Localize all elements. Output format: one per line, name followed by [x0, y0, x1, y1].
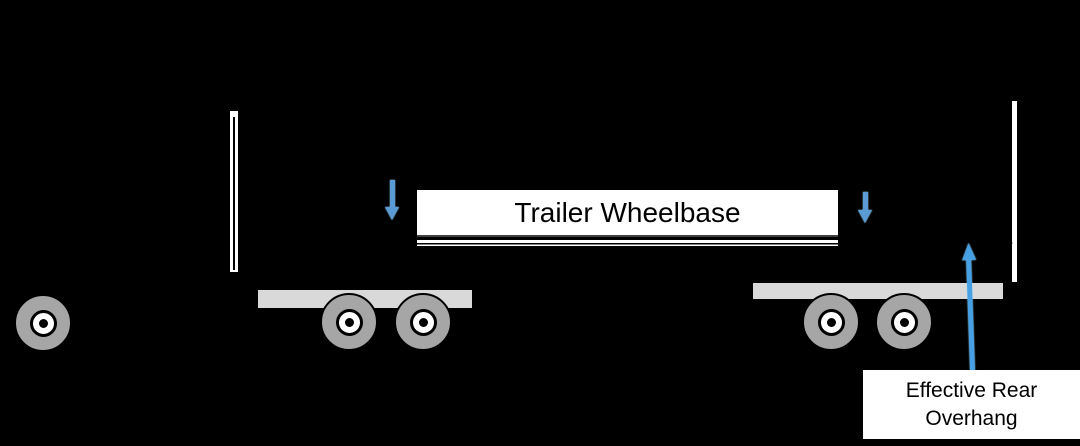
overhang-up-arrow-head: [961, 242, 976, 261]
trailer-front-axle-wheel-2-axle-dot: [418, 317, 428, 327]
effective-rear-overhang-label-text: Effective Rear Overhang: [905, 379, 1038, 430]
truck-drive-wheel: [14, 294, 72, 352]
trailer-front-axle-wheel-1-axle-dot: [344, 317, 354, 327]
rear-axle-group-down-arrow-icon: [858, 192, 872, 223]
trailer-rear-axle-wheel-1: [802, 293, 860, 351]
trailer-rear-axle-wheel-2-axle-dot: [899, 317, 909, 327]
truck-drive-wheel-hub: [29, 309, 57, 337]
overhang-dimension-right-arrowhead-icon: [1001, 238, 1013, 248]
trailer-rear-axle-wheel-1-hub: [817, 308, 845, 336]
wheelbase-dimension-line: [417, 240, 838, 246]
trailer-front-axle-wheel-1: [320, 293, 378, 351]
truck-drive-wheel-axle-dot: [38, 318, 48, 328]
effective-rear-overhang-label: Effective Rear Overhang: [863, 370, 1080, 439]
trailer-rear-reference-line: [1012, 101, 1017, 282]
trailer-front-axle-wheel-2-hub: [409, 308, 437, 336]
trailer-rear-axle-wheel-2-hub: [890, 308, 918, 336]
wheelbase-label: Trailer Wheelbase: [417, 190, 838, 237]
overhang-up-arrow-shaft: [966, 259, 975, 371]
trailer-rear-axle-wheel-1-axle-dot: [826, 317, 836, 327]
rear-axle-group-down-arrow-head: [858, 210, 872, 223]
wheelbase-label-text: Trailer Wheelbase: [514, 196, 741, 228]
trailer-front-axle-wheel-1-hub: [335, 308, 363, 336]
trailer-front-reference-line: [230, 111, 238, 272]
trailer-front-axle-wheel-2: [394, 293, 452, 351]
rear-axle-group-down-arrow-shaft: [862, 192, 868, 210]
trailer-rear-deck: [753, 283, 1003, 299]
overhang-up-arrow-icon: [961, 242, 980, 371]
trailer-front-reference-line-inner-stripe: [233, 117, 235, 270]
front-axle-group-down-arrow-shaft: [389, 180, 395, 207]
front-axle-group-down-arrow-head: [385, 207, 399, 220]
trailer-rear-axle-wheel-2: [875, 293, 933, 351]
front-axle-group-down-arrow-icon: [385, 180, 399, 220]
